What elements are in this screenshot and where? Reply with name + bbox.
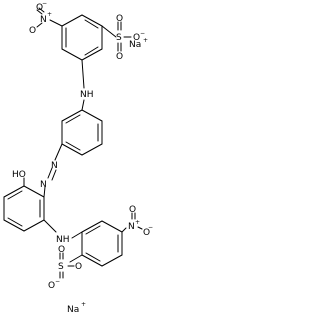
nitro-n-top: N	[40, 15, 47, 25]
amine-linker-bottom: NH	[43, 219, 83, 245]
nitro-group-bottom: N + O O −	[121, 205, 153, 238]
nitro-o-charge-bottom: −	[148, 224, 153, 231]
nitro-group-top: N + O − O	[29, 0, 63, 36]
azo-nitrogen-1: N	[51, 161, 58, 171]
nitro-o-charge-top: −	[42, 0, 47, 7]
sulfonate-o-side-bottom: O	[75, 262, 82, 272]
amine-linker-top: NH	[80, 59, 94, 111]
middle-ring	[61, 109, 103, 156]
nitro-o-side-bottom: O	[143, 228, 150, 238]
sulfonate-o-charge-top: −	[140, 30, 145, 37]
sodium-charge-bottom: +	[81, 301, 86, 308]
amine-nh-top: NH	[80, 90, 94, 100]
sodium-symbol-top: Na	[129, 40, 141, 50]
sulfonate-o-charge-bottom: −	[55, 278, 60, 285]
hydroxyl-label: HO	[12, 170, 26, 180]
sulfur-top: S	[116, 33, 122, 43]
nitro-o-lower-top: O	[29, 26, 36, 36]
lower-ring	[3, 185, 45, 232]
nitro-n-charge-bottom: +	[135, 219, 140, 226]
nitro-n-bottom: N	[128, 222, 135, 232]
sulfonate-o-lower-top: O	[116, 52, 123, 62]
sulfur-bottom: S	[58, 262, 64, 272]
azo-nitrogen-2: N	[40, 180, 47, 190]
structure-drawing: N + O − O S O O − O Na + NH	[3, 0, 153, 315]
top-ring	[61, 14, 103, 61]
amine-nh-bottom: NH	[56, 235, 70, 245]
azo-linkage: N N	[40, 143, 63, 198]
sulfonate-o-upper-bottom: O	[58, 245, 65, 255]
sulfonate-group-top: S O O − O	[101, 14, 145, 62]
sodium-ion-top: Na +	[129, 37, 148, 50]
chemical-structure: N + O − O S O O − O Na + NH	[0, 0, 154, 318]
sodium-symbol-bottom: Na	[67, 305, 79, 315]
nitro-n-charge-top: +	[47, 11, 52, 18]
sulfonate-o-lower-bottom: O	[48, 281, 55, 291]
sulfonate-group-bottom: S O O O −	[48, 245, 83, 291]
nitro-o-upper-bottom: O	[129, 205, 136, 215]
nitro-o-upper-top: O	[36, 3, 43, 13]
hydroxyl-group: HO	[12, 170, 26, 187]
sodium-ion-bottom: Na +	[67, 301, 86, 315]
sulfonate-o-upper-top: O	[116, 14, 123, 24]
bottom-ring	[81, 220, 123, 267]
sulfonate-o-side-top: O	[133, 33, 140, 43]
sodium-charge-top: +	[143, 37, 148, 44]
